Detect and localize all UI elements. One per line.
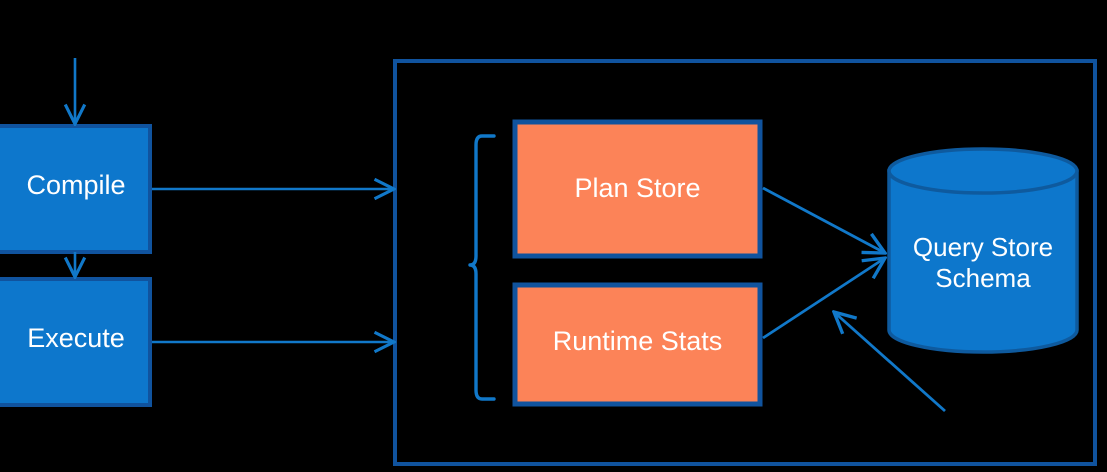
store-group-brace: [468, 134, 496, 401]
external-to-schema-arrow: [834, 312, 946, 413]
query-store-boundary: [393, 59, 1097, 466]
runtime-stats-to-schema-arrow: [762, 258, 885, 340]
plan-store-to-schema-arrow: [762, 186, 885, 253]
query-store-schema-cylinder[interactable]: [887, 147, 1079, 354]
plan-store-box[interactable]: [512, 119, 763, 259]
execute-box[interactable]: [0, 277, 152, 407]
compile-box[interactable]: [0, 124, 152, 254]
runtime-stats-box[interactable]: [512, 282, 763, 407]
